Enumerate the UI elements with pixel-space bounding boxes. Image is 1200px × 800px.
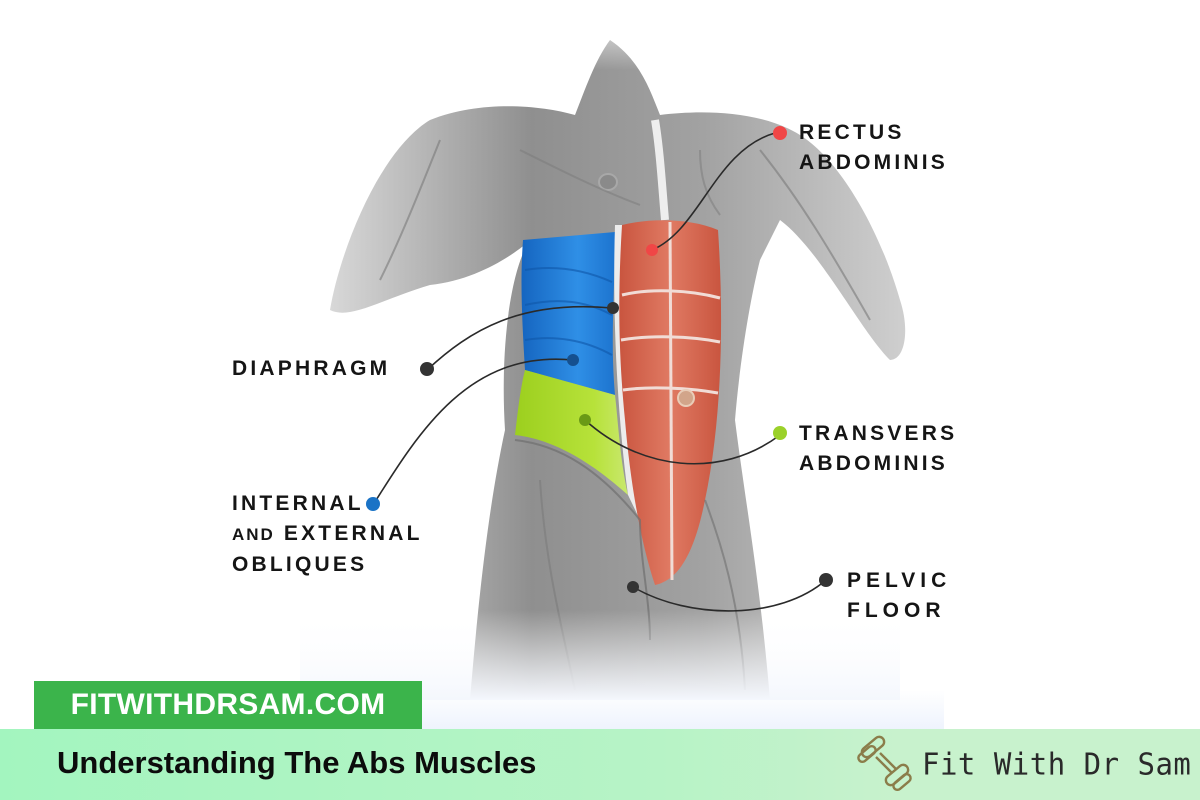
label-line: AND EXTERNAL — [232, 519, 423, 550]
footer-banner: Understanding The Abs Muscles Fit With D… — [0, 729, 1200, 800]
rectus-dot-icon — [773, 126, 787, 140]
site-url-badge: FITWITHDRSAM.COM — [34, 681, 422, 729]
label-transversus-abdominis: TRANSVERS ABDOMINIS — [799, 419, 957, 479]
transversus-dot-icon — [773, 426, 787, 440]
label-line: ABDOMINIS — [799, 452, 948, 475]
label-word: AND — [232, 525, 275, 544]
brand-name: Fit With Dr Sam — [922, 746, 1192, 782]
label-line: OBLIQUES — [232, 553, 368, 576]
label-word: EXTERNAL — [283, 522, 423, 545]
label-line: DIAPHRAGM — [232, 357, 391, 380]
pelvic-floor-dot-icon — [819, 573, 833, 587]
page-title: Understanding The Abs Muscles — [57, 745, 537, 780]
label-line: PELVIC — [847, 569, 952, 592]
label-pelvic-floor: PELVIC FLOOR — [847, 566, 951, 626]
label-line: FLOOR — [847, 599, 946, 622]
label-obliques: INTERNAL AND EXTERNAL OBLIQUES — [232, 489, 423, 580]
torso-muscle-illustration — [300, 0, 906, 700]
obliques-dot-icon — [366, 497, 380, 511]
diaphragm-dot-icon — [420, 362, 434, 376]
label-rectus-abdominis: RECTUS ABDOMINIS — [799, 118, 948, 178]
label-line: RECTUS — [799, 121, 905, 144]
label-line: INTERNAL — [232, 492, 364, 515]
label-line: ABDOMINIS — [799, 151, 948, 174]
label-diaphragm: DIAPHRAGM — [232, 354, 390, 384]
brand-logo: Fit With Dr Sam — [854, 733, 1191, 795]
label-line: TRANSVERS — [799, 422, 958, 445]
dumbbell-icon — [857, 735, 912, 792]
